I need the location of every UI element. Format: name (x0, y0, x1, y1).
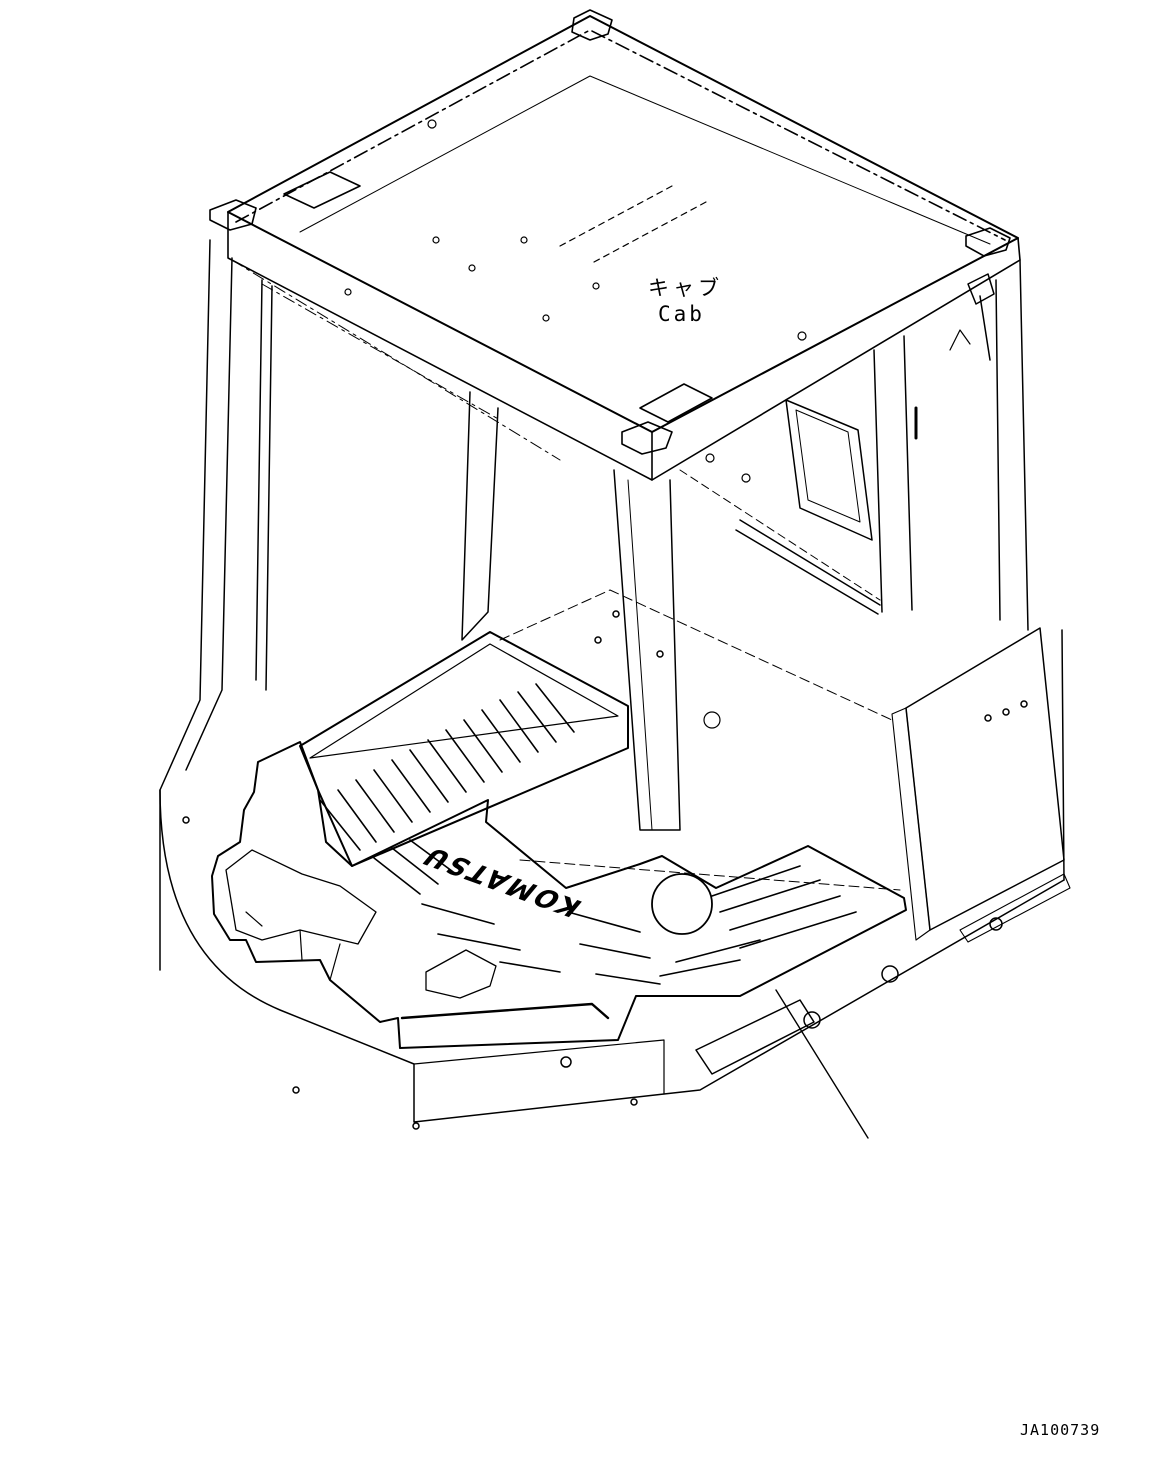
part-label-japanese: キャブ (648, 276, 723, 300)
cab-floor-frame (159, 589, 1071, 1130)
drawing-number: JA100739 (1020, 1421, 1101, 1439)
mat-slots-front (373, 839, 857, 985)
mat-slots-rear (319, 683, 575, 851)
part-label-english: Cab (658, 302, 705, 326)
cab-frame (159, 239, 1029, 971)
cab-roof (209, 9, 1021, 483)
roof-bolts (344, 119, 807, 483)
leader-line (775, 989, 869, 1139)
floor-mat (211, 631, 907, 1049)
